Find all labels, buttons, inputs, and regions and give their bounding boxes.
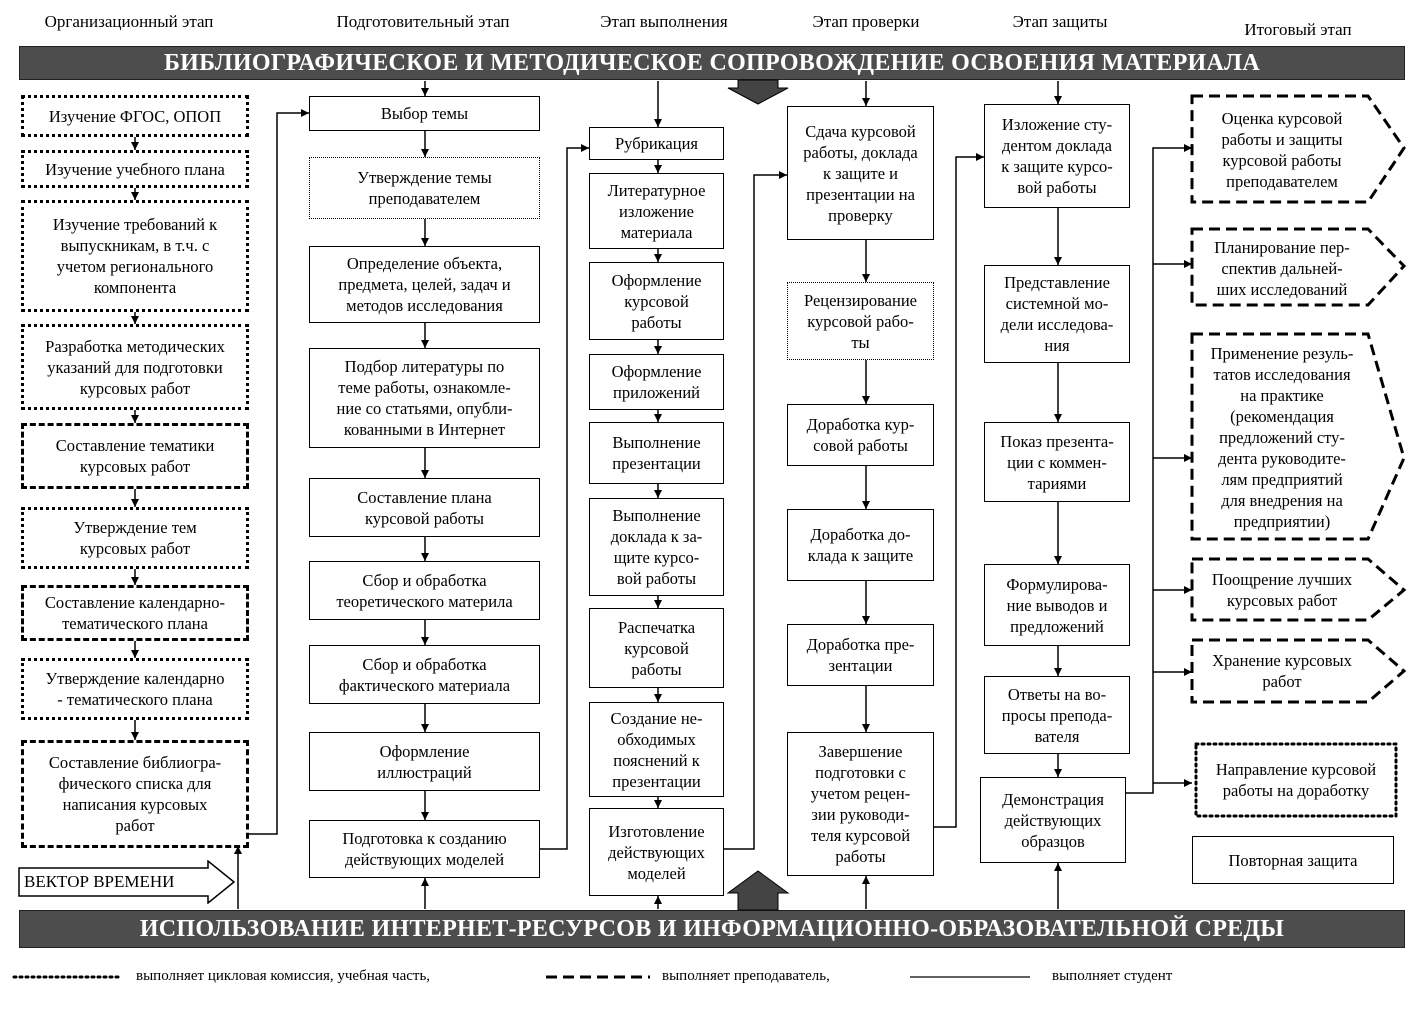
prep-step-7: Сбор и обработка фактического материала bbox=[309, 645, 540, 704]
verify-step-1: Сдача курсовой работы, доклада к защите … bbox=[787, 106, 934, 240]
prep-step-6: Сбор и обработка теоретического материла bbox=[309, 561, 540, 620]
prep-step-2: Утверждение темы преподавателем bbox=[309, 157, 540, 219]
defense-step-3: Показ презента- ции с коммен- тариями bbox=[984, 422, 1130, 502]
org-step-4: Разработка методических указаний для под… bbox=[21, 324, 249, 410]
defense-step-6: Демонстрация действующих образцов bbox=[980, 777, 1126, 863]
time-vector-label: ВЕКТОР ВРЕМЕНИ bbox=[24, 872, 175, 891]
exec-step-8: Создание не- обходимых пояснений к презе… bbox=[589, 702, 724, 797]
org-step-7: Составление календарно- тематического пл… bbox=[21, 585, 249, 641]
exec-step-5: Выполнение презентации bbox=[589, 422, 724, 484]
stage-preparatory: Подготовительный этап bbox=[336, 12, 510, 31]
final-step-7: Повторная защита bbox=[1192, 836, 1394, 884]
org-step-9: Составление библиогра- фического списка … bbox=[21, 740, 249, 848]
prep-step-1: Выбор темы bbox=[309, 96, 540, 131]
final-step-3: Применение резуль- татов исследования на… bbox=[1210, 343, 1354, 531]
stage-verification: Этап проверки bbox=[812, 12, 920, 31]
legend-dotted-text: выполняет цикловая комиссия, учебная час… bbox=[136, 968, 431, 984]
prep-step-8: Оформление иллюстраций bbox=[309, 732, 540, 791]
legend-dashed-text: выполняет преподаватель, bbox=[662, 968, 830, 984]
final-step-1: Оценка курсовой работы и защиты курсовой… bbox=[1221, 109, 1343, 191]
exec-step-3: Оформление курсовой работы bbox=[589, 262, 724, 340]
defense-step-4: Формулирова- ние выводов и предложений bbox=[984, 564, 1130, 646]
org-step-2: Изучение учебного плана bbox=[21, 150, 249, 188]
prep-step-4: Подбор литературы по теме работы, ознако… bbox=[309, 348, 540, 448]
exec-step-4: Оформление приложений bbox=[589, 354, 724, 410]
defense-step-1: Изложение сту- дентом доклада к защите к… bbox=[984, 104, 1130, 208]
exec-step-2: Литературное изложение материала bbox=[589, 173, 724, 249]
banner-top: БИБЛИОГРАФИЧЕСКОЕ И МЕТОДИЧЕСКОЕ СОПРОВО… bbox=[19, 46, 1405, 80]
final-step-4: Поощрение лучших курсовых работ bbox=[1211, 570, 1353, 610]
exec-step-1: Рубрикация bbox=[589, 127, 724, 160]
final-step-5: Хранение курсовых работ bbox=[1212, 651, 1352, 691]
defense-step-2: Представление системной мо- дели исследо… bbox=[984, 265, 1130, 363]
verify-step-6: Завершение подготовки с учетом рецен- зи… bbox=[787, 732, 934, 876]
prep-step-5: Составление плана курсовой работы bbox=[309, 478, 540, 537]
stage-organizational: Организационный этап bbox=[44, 12, 214, 31]
prep-step-3: Определение объекта, предмета, целей, за… bbox=[309, 246, 540, 323]
org-step-8: Утверждение календарно - тематического п… bbox=[21, 658, 249, 720]
org-step-5: Составление тематики курсовых работ bbox=[21, 423, 249, 489]
defense-step-5: Ответы на во- просы препода- вателя bbox=[984, 676, 1130, 754]
stage-final: Итоговый этап bbox=[1244, 20, 1352, 39]
verify-step-4: Доработка до- клада к защите bbox=[787, 509, 934, 581]
exec-step-7: Распечатка курсовой работы bbox=[589, 608, 724, 688]
org-step-3: Изучение требований к выпускникам, в т.ч… bbox=[21, 200, 249, 312]
exec-step-9: Изготовление действующих моделей bbox=[589, 808, 724, 896]
verify-step-3: Доработка кур- совой работы bbox=[787, 404, 934, 466]
verify-step-2: Рецензирование курсовой рабо- ты bbox=[787, 282, 934, 360]
legend-solid-text: выполняет студент bbox=[1052, 968, 1173, 984]
prep-step-9: Подготовка к созданию действующих моделе… bbox=[309, 820, 540, 878]
org-step-1: Изучение ФГОС, ОПОП bbox=[21, 95, 249, 137]
time-vector-arrow-icon bbox=[18, 860, 236, 904]
stage-execution: Этап выполнения bbox=[600, 12, 728, 31]
org-step-6: Утверждение тем курсовых работ bbox=[21, 507, 249, 569]
exec-step-6: Выполнение доклада к за- щите курсо- вой… bbox=[589, 498, 724, 596]
final-step-6: Направление курсовой работы на доработку bbox=[1215, 760, 1377, 800]
stage-defense: Этап защиты bbox=[1012, 12, 1108, 31]
final-step-2: Планирование пер- спектив дальней- ших и… bbox=[1214, 237, 1350, 299]
verify-step-5: Доработка пре- зентации bbox=[787, 624, 934, 686]
banner-bottom: ИСПОЛЬЗОВАНИЕ ИНТЕРНЕТ-РЕСУРСОВ И ИНФОРМ… bbox=[19, 910, 1405, 948]
